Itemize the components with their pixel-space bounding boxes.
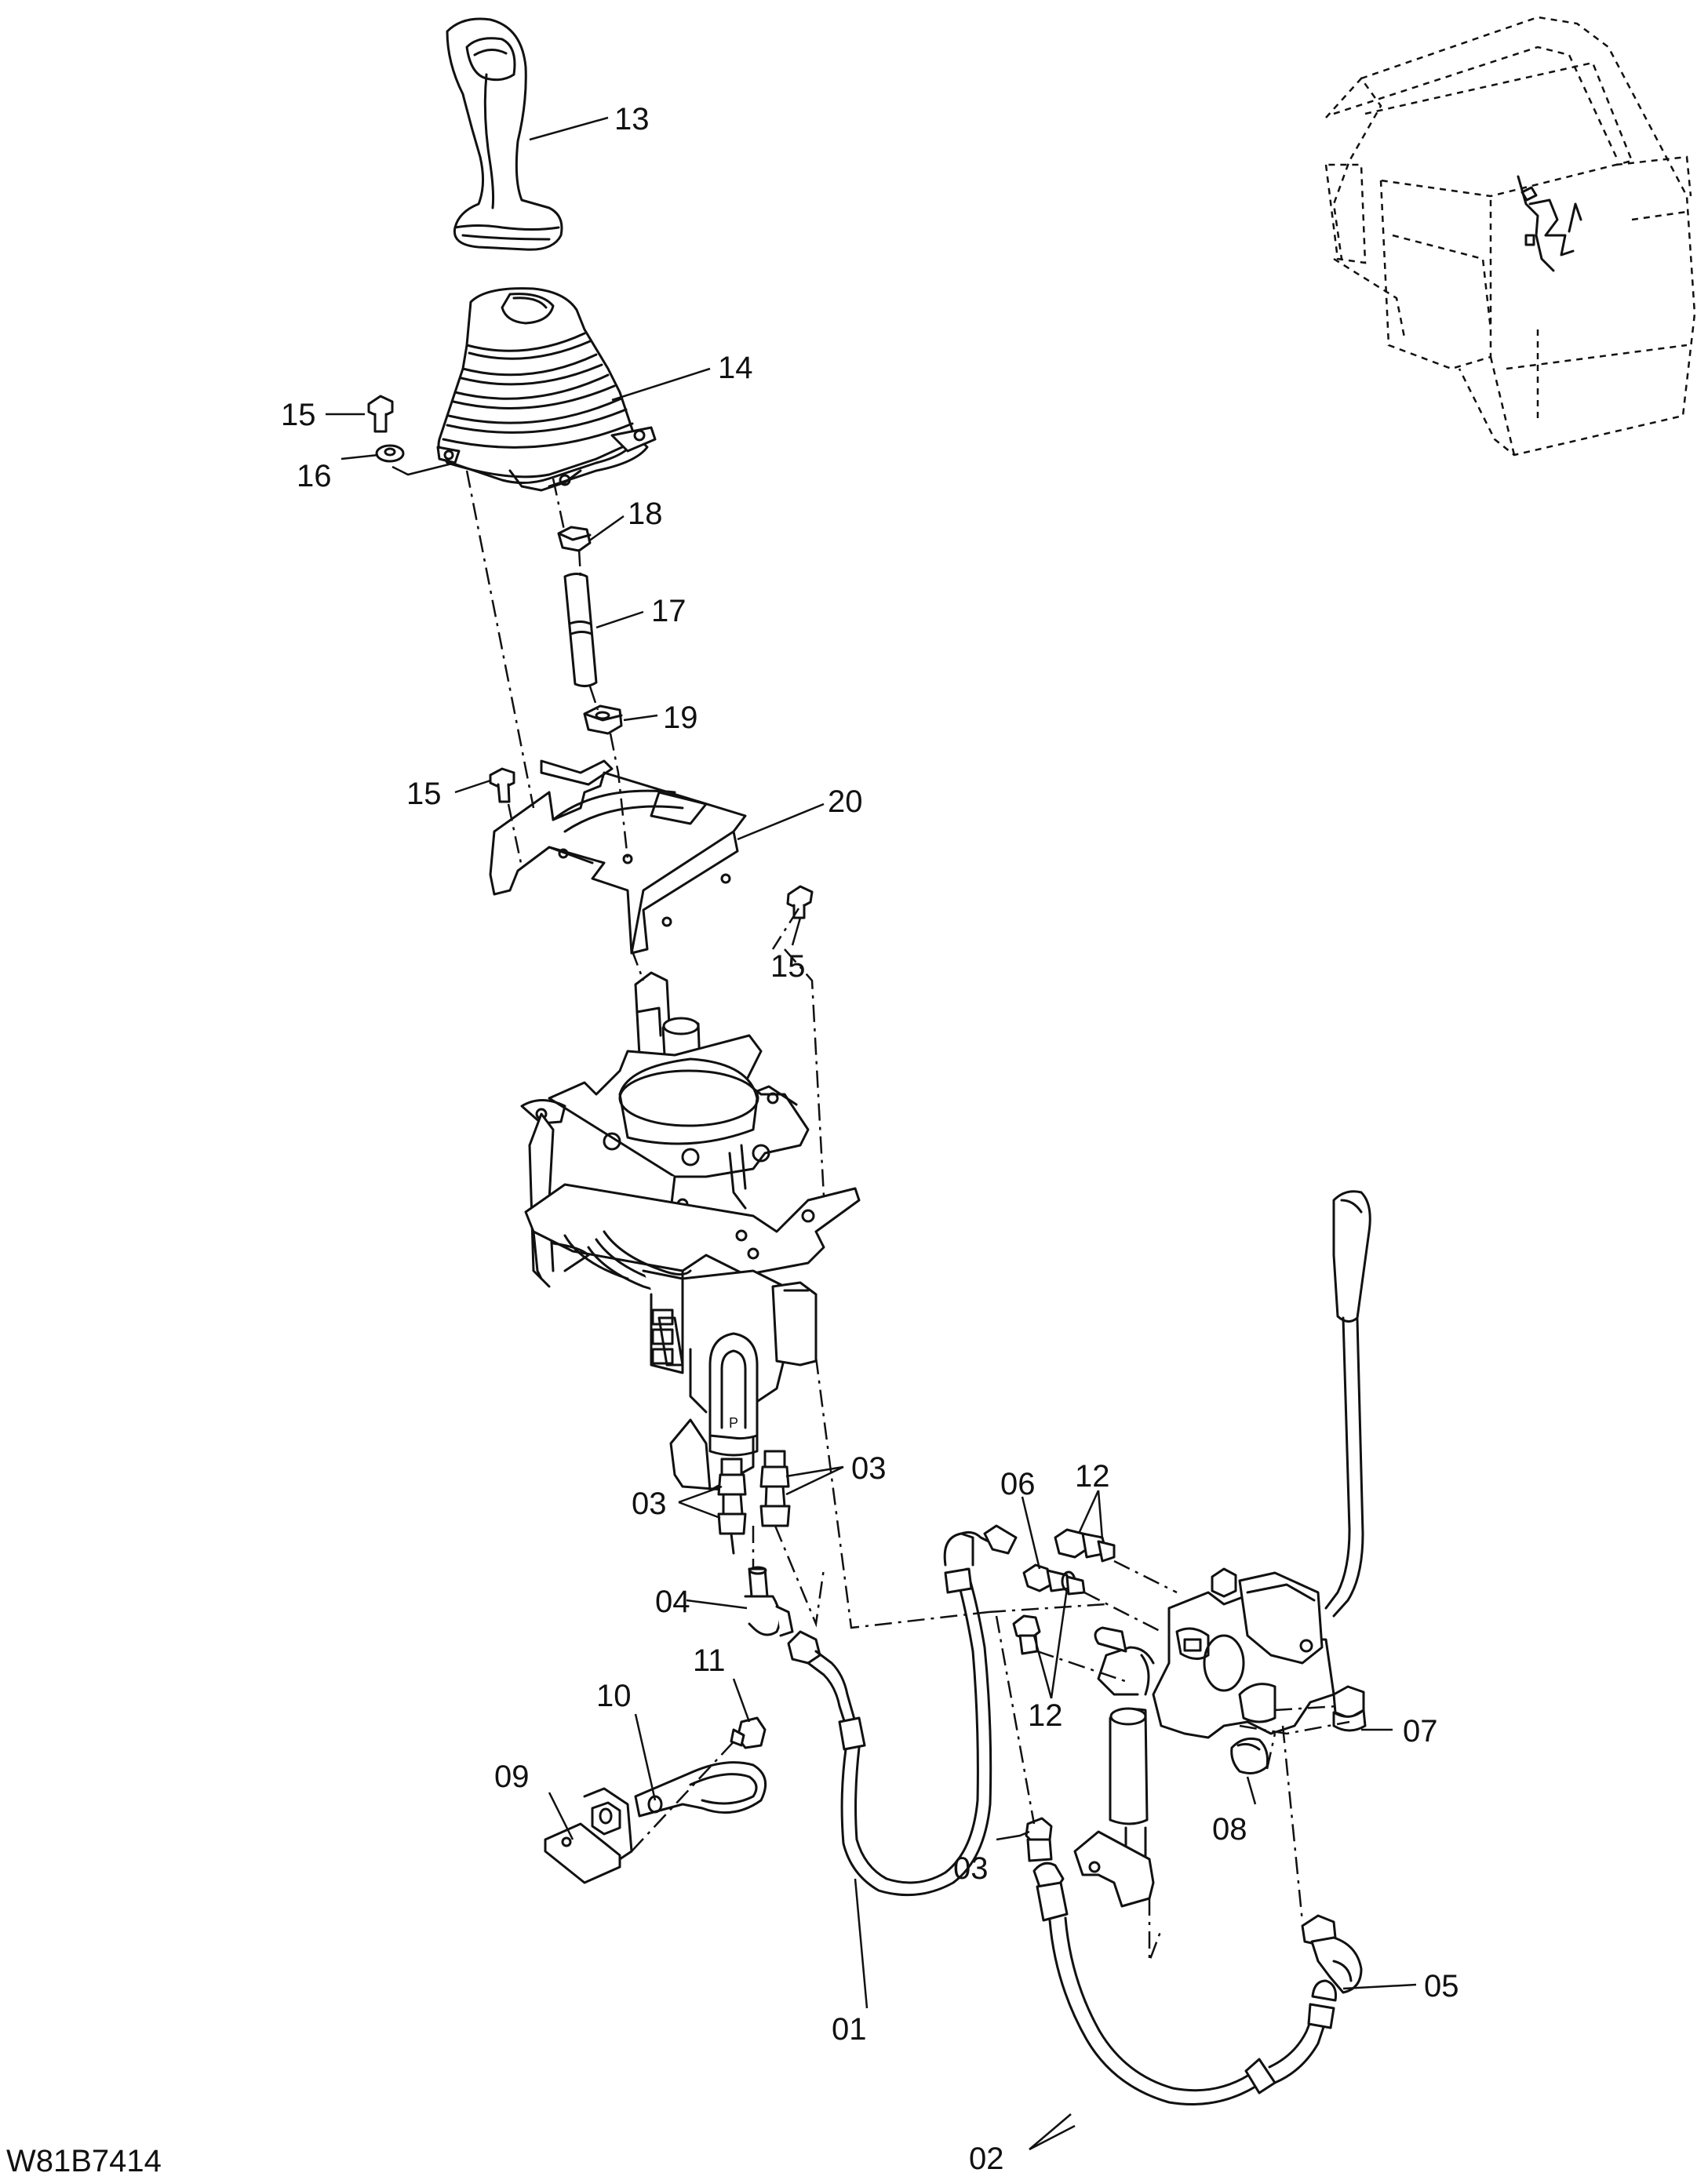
callout-03: 03 [953, 1851, 989, 1886]
nut-19 [583, 704, 623, 735]
hose-02 [1032, 1862, 1337, 2105]
callout-03: 03 [632, 1487, 667, 1521]
callout-08: 08 [1212, 1812, 1247, 1847]
callout-02: 02 [969, 2142, 1004, 2176]
callout-12: 12 [1028, 1698, 1063, 1733]
centerlines [465, 470, 1350, 1962]
bracket-20 [489, 759, 747, 955]
callout-15: 15 [406, 777, 442, 811]
callout-14: 14 [718, 351, 753, 385]
callout-19: 19 [663, 701, 698, 735]
plug-08 [1230, 1737, 1269, 1774]
cab-location-inset [1324, 16, 1696, 457]
callout-11: 11 [693, 1643, 726, 1678]
callout-07: 07 [1403, 1714, 1438, 1749]
figure-id: W81B7414 [6, 2144, 162, 2178]
elbow-05 [1301, 1914, 1363, 1994]
joystick-grip-13 [446, 17, 563, 251]
callout-15: 15 [770, 949, 806, 984]
callout-03: 03 [851, 1451, 887, 1486]
callout-labels: 13 14 15 16 18 17 19 15 20 15 03 03 06 1… [281, 102, 1459, 2176]
plug-07 [1332, 1685, 1367, 1732]
nut-18 [557, 526, 592, 552]
bolt-11 [730, 1716, 767, 1749]
callout-18: 18 [628, 497, 663, 531]
bolt-15a [367, 395, 394, 433]
plate-09 [544, 1787, 633, 1884]
clamp-10 [634, 1761, 767, 1818]
stud-17 [563, 573, 598, 688]
callout-04: 04 [655, 1585, 690, 1619]
fitting-03c [1025, 1817, 1053, 1862]
fittings-12-06-group [1012, 1528, 1116, 1655]
pilot-valve-assembly: P [520, 971, 861, 1492]
callout-05: 05 [1424, 1969, 1459, 2003]
bolt-15c [786, 885, 814, 919]
svg-text:P: P [729, 1415, 738, 1431]
leader-lines [326, 116, 1417, 2151]
rubber-boot-14 [436, 287, 657, 492]
callout-13: 13 [614, 102, 650, 136]
washer-16 [375, 444, 405, 463]
callout-01: 01 [832, 2012, 867, 2047]
elbow-04 [744, 1566, 794, 1637]
callout-20: 20 [828, 784, 863, 819]
callout-12: 12 [1075, 1459, 1110, 1494]
bolt-15b [489, 767, 515, 803]
fittings-03-group [717, 1450, 791, 1555]
callout-09: 09 [494, 1760, 530, 1794]
callout-15: 15 [281, 398, 316, 432]
callout-10: 10 [596, 1679, 632, 1713]
callout-06: 06 [1000, 1467, 1036, 1501]
hose-01 [787, 1524, 1018, 1897]
selector-valve [1073, 1190, 1371, 1908]
callout-16: 16 [297, 459, 332, 493]
callout-17: 17 [651, 594, 686, 628]
